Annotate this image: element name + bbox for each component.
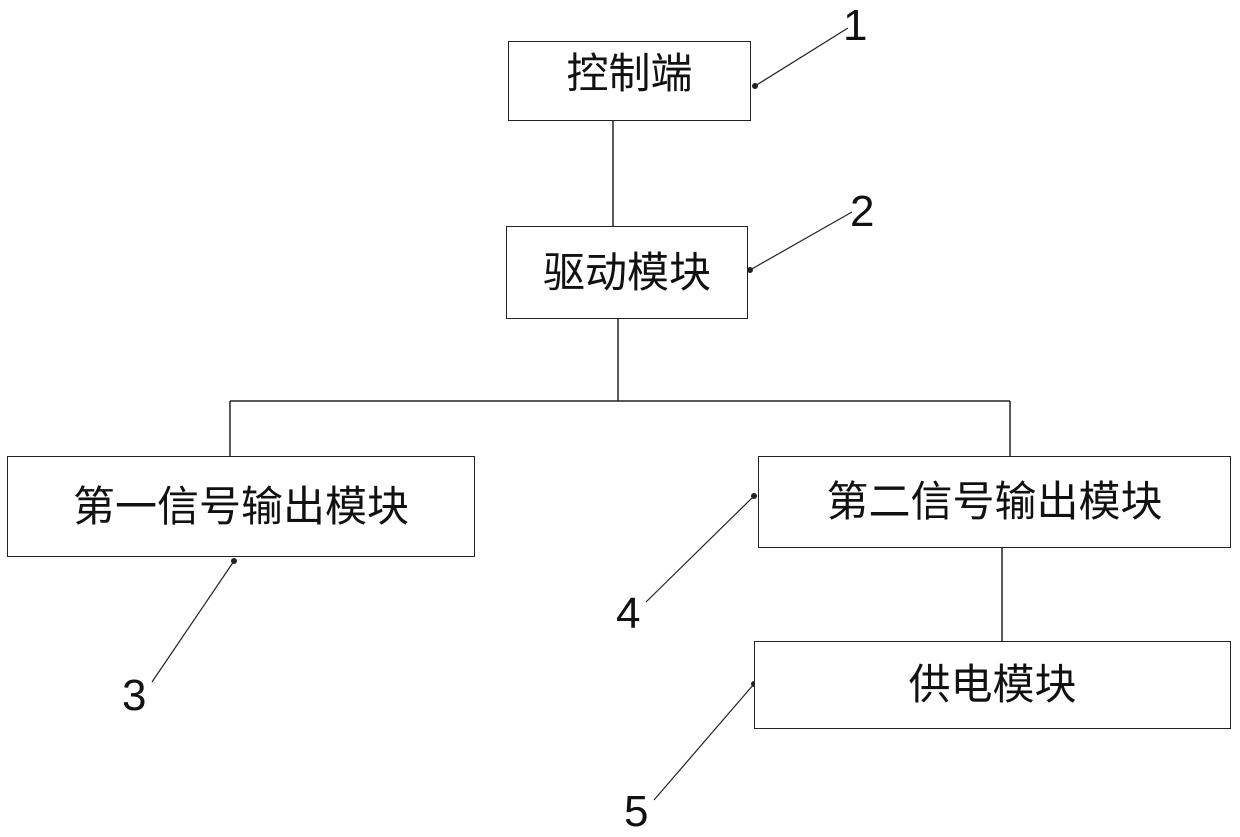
leader-line-5 — [654, 684, 754, 800]
first-signal-output-module-box: 第一信号输出模块 — [7, 456, 475, 557]
control-end-label: 控制端 — [566, 53, 692, 95]
power-supply-module-box: 供电模块 — [754, 641, 1231, 729]
second-signal-output-module-box: 第二信号输出模块 — [758, 456, 1231, 548]
leader-dot-4 — [751, 493, 757, 499]
leader-line-1 — [755, 28, 848, 86]
leader-dot-3 — [231, 558, 237, 564]
first-signal-output-module-label: 第一信号输出模块 — [73, 486, 409, 528]
leader-dot-1 — [752, 83, 758, 89]
callout-number-2: 2 — [850, 190, 874, 234]
control-end-box: 控制端 — [508, 41, 751, 121]
leader-line-2 — [750, 212, 852, 270]
drive-module-box: 驱动模块 — [506, 226, 748, 319]
callout-number-3: 3 — [122, 674, 146, 718]
callout-number-4: 4 — [616, 592, 640, 636]
leader-line-3 — [152, 561, 234, 682]
callout-number-5: 5 — [624, 790, 648, 834]
callout-number-1: 1 — [843, 4, 867, 48]
power-supply-module-label: 供电模块 — [908, 664, 1076, 706]
second-signal-output-module-label: 第二信号输出模块 — [826, 481, 1162, 523]
leader-line-4 — [646, 496, 754, 602]
drive-module-label: 驱动模块 — [543, 252, 711, 294]
